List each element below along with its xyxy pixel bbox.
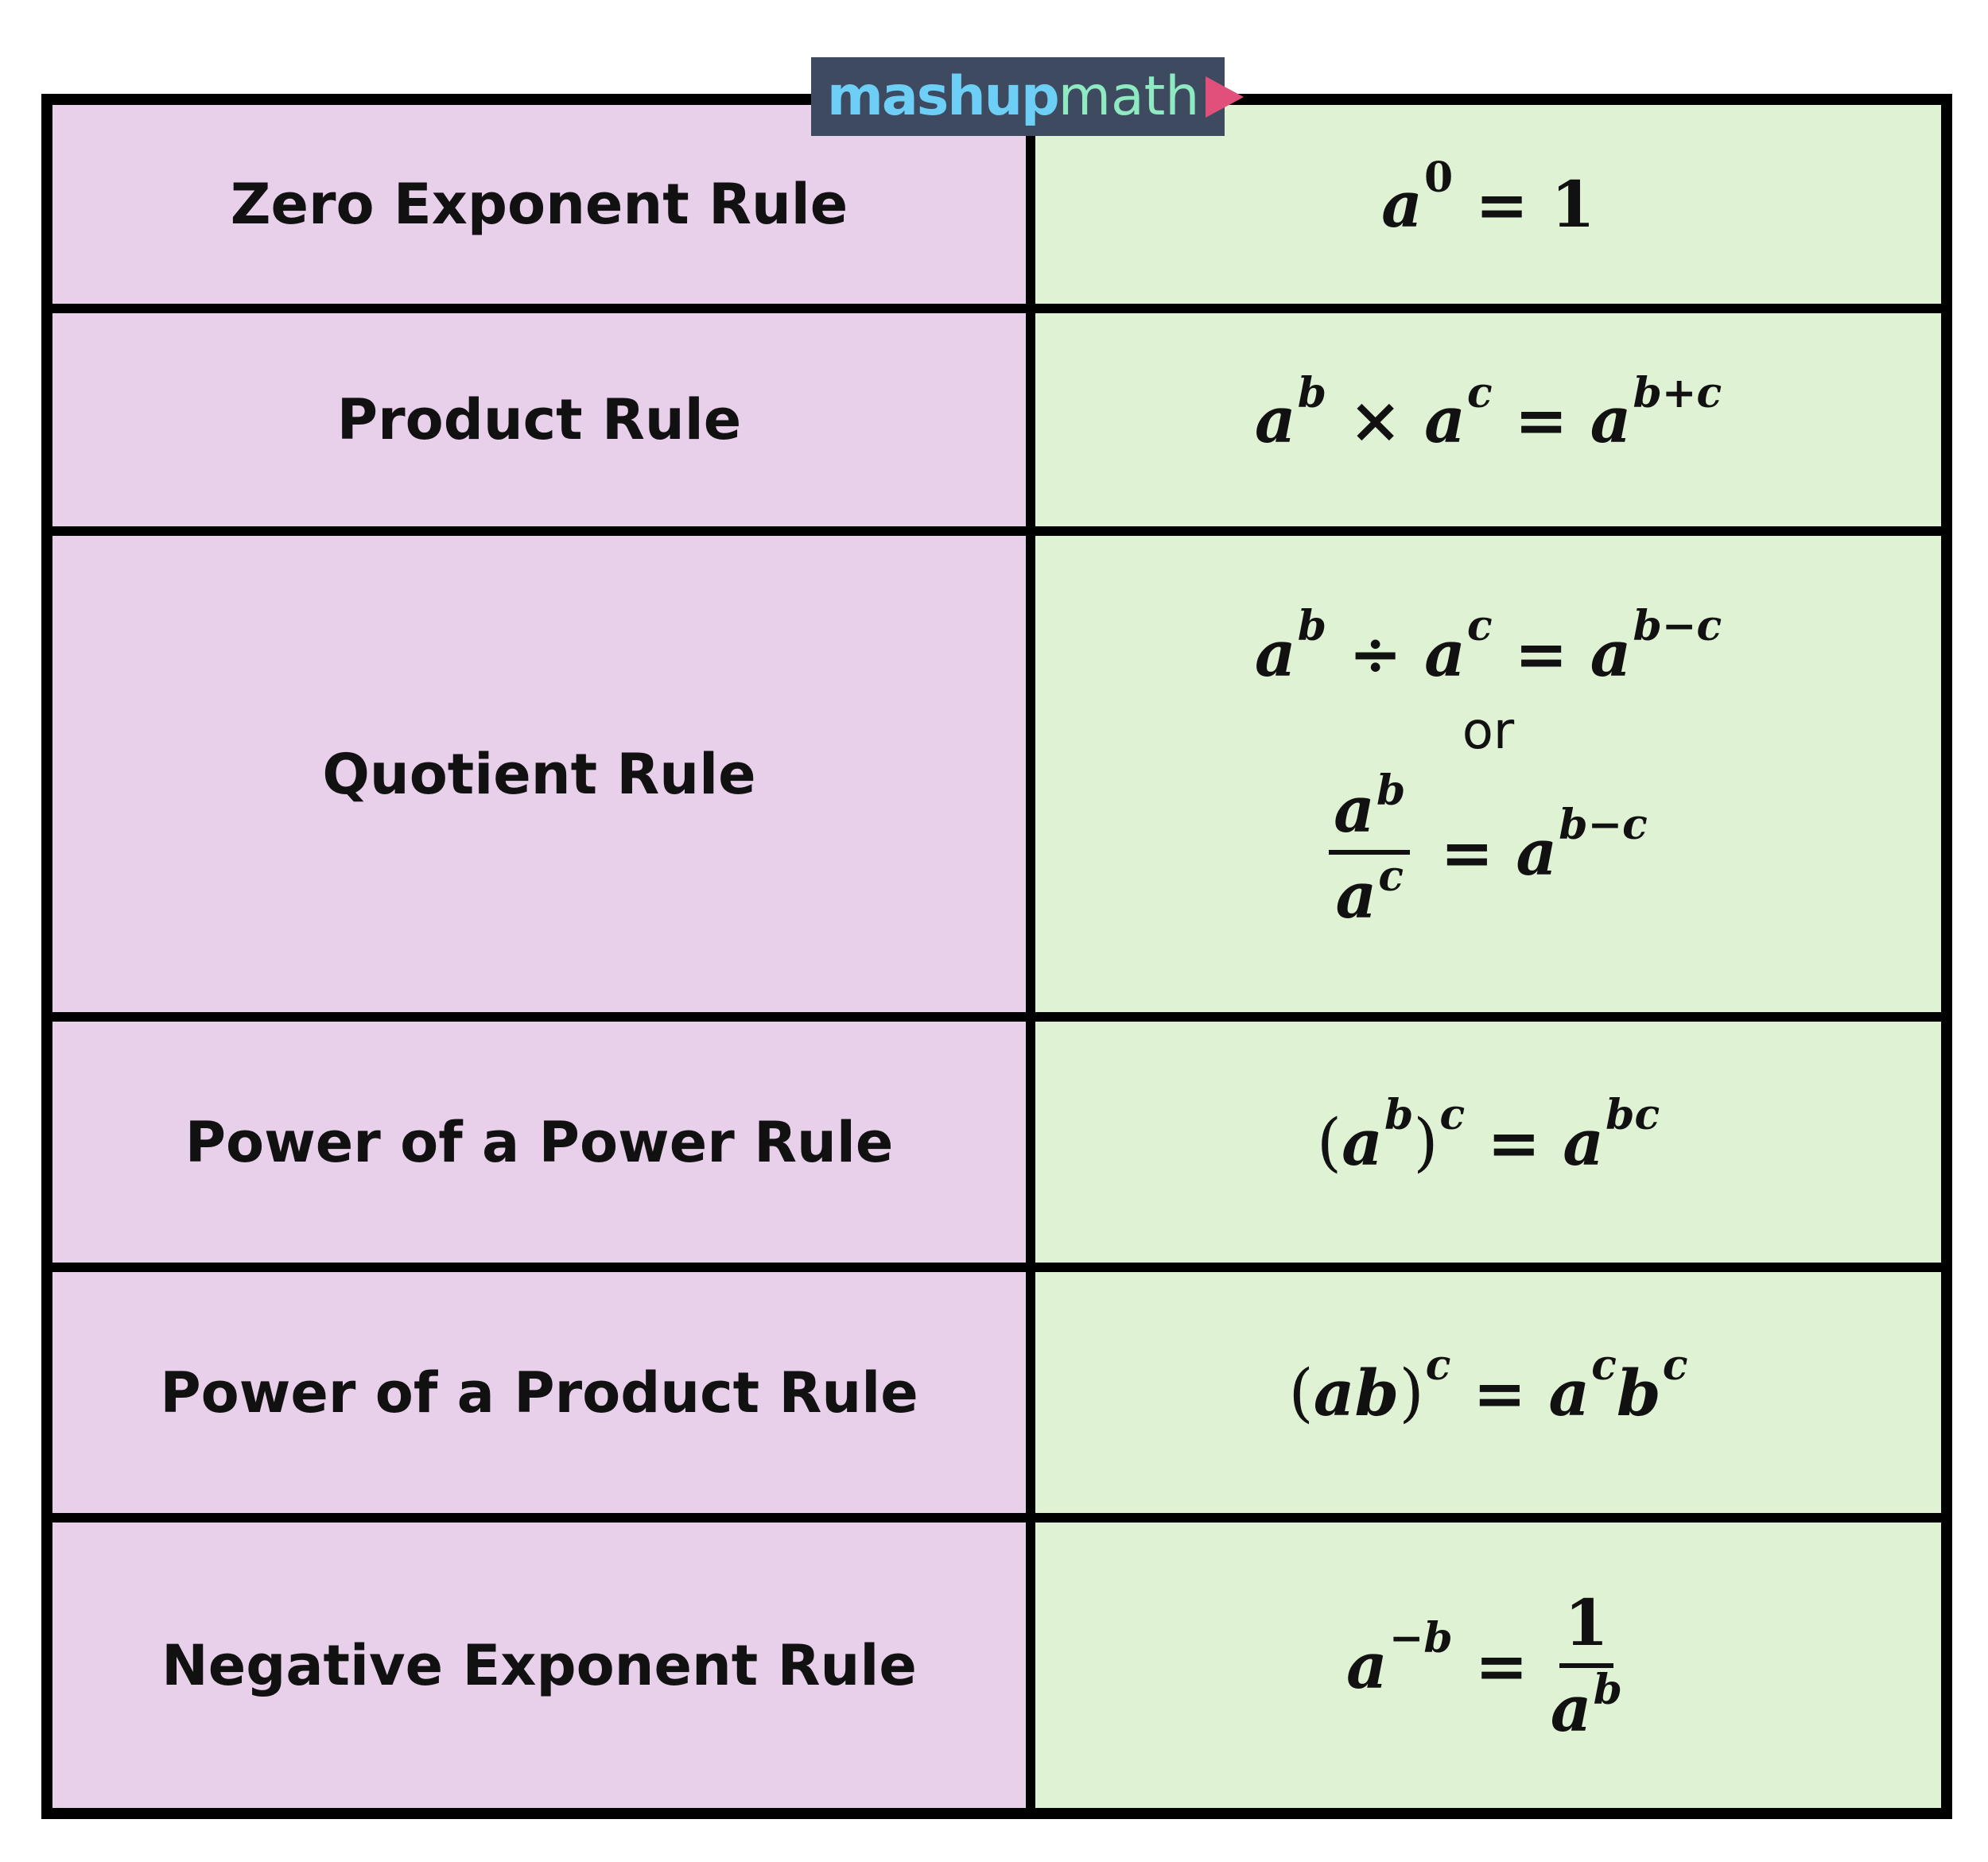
rhs: 1 (1551, 167, 1595, 242)
rule-name-negative-exponent: Negative Exponent Rule (52, 1523, 1035, 1808)
logo-math: math (1058, 65, 1200, 128)
var: a (1563, 1104, 1605, 1180)
fraction: 1 ab (1551, 1585, 1622, 1746)
equals: = (1514, 382, 1568, 457)
var: a (1424, 615, 1466, 691)
logo-mashup: mashup (827, 65, 1060, 128)
var: a (1590, 615, 1632, 691)
paren: ( (1288, 1356, 1314, 1429)
exp: c (1466, 602, 1493, 650)
rule-name-product: Product Rule (52, 313, 1035, 536)
equals: = (1487, 1104, 1541, 1180)
var: a (1381, 167, 1423, 242)
paren: ( (1316, 1105, 1342, 1179)
exp: b (1297, 602, 1327, 650)
equals: = (1474, 1627, 1528, 1703)
rule-name-power-of-product: Power of a Product Rule (52, 1272, 1035, 1523)
rule-name-zero-exponent: Zero Exponent Rule (52, 105, 1035, 313)
exp: −b (1388, 1614, 1453, 1662)
exp: b−c (1559, 801, 1648, 849)
var: a (1334, 771, 1375, 847)
equals: = (1514, 615, 1568, 691)
var: a (1548, 1355, 1590, 1430)
exp: b−c (1633, 602, 1722, 650)
exp: c (1439, 1091, 1466, 1139)
var: a (1516, 814, 1558, 890)
or-text: or (1462, 701, 1515, 761)
mashupmath-logo: mashup math (811, 57, 1244, 136)
var: a (1424, 382, 1466, 457)
equals: = (1440, 814, 1494, 890)
divide: ÷ (1349, 615, 1403, 691)
exp: 0 (1423, 153, 1454, 202)
var: a (1254, 615, 1296, 691)
exp: c (1425, 1341, 1451, 1390)
var: a (1254, 382, 1296, 457)
var: a (1335, 857, 1377, 933)
exp: b+c (1633, 368, 1722, 417)
numerator: 1 (1559, 1585, 1613, 1668)
exp: bc (1606, 1091, 1660, 1139)
var: b (1616, 1355, 1661, 1430)
var: ab (1313, 1355, 1400, 1430)
exp: c (1466, 368, 1493, 417)
formula-negative-exponent: a−b = 1 ab (1035, 1523, 1941, 1808)
paren: ) (1413, 1105, 1439, 1179)
equals: = (1475, 167, 1529, 242)
exp: c (1378, 851, 1404, 901)
fraction: ab ac (1329, 766, 1411, 933)
paren: ) (1399, 1356, 1424, 1429)
var: a (1342, 1104, 1383, 1180)
var: a (1550, 1670, 1592, 1746)
times: × (1349, 382, 1403, 457)
exp: b (1376, 766, 1406, 815)
rule-name-power-of-power: Power of a Power Rule (52, 1022, 1035, 1272)
var: a (1590, 382, 1632, 457)
exp: b (1593, 1665, 1622, 1714)
exp: c (1662, 1341, 1688, 1390)
exp: c (1591, 1341, 1617, 1390)
exp: b (1384, 1091, 1414, 1139)
play-triangle-icon (1206, 76, 1244, 118)
rule-name-quotient: Quotient Rule (52, 536, 1035, 1022)
var: a (1345, 1627, 1388, 1703)
exp: b (1297, 368, 1327, 417)
equals: = (1473, 1355, 1527, 1430)
